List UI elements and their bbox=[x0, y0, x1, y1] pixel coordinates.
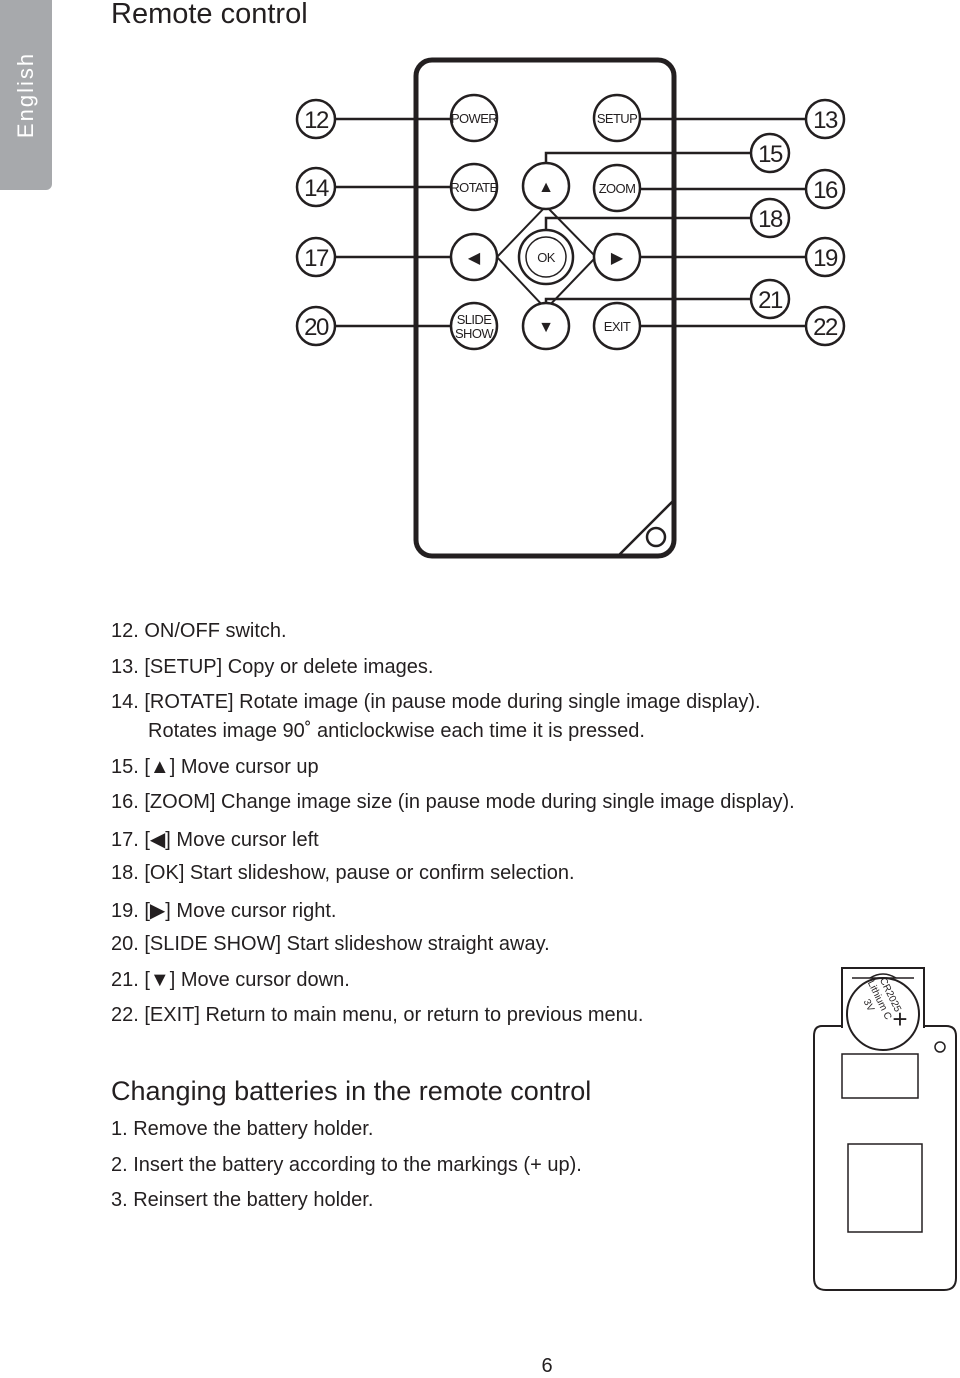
setup-button[interactable]: SETUP bbox=[592, 93, 642, 143]
rotate-button-label: ROTATE bbox=[450, 180, 498, 195]
list-item: 1. Remove the battery holder. bbox=[111, 1118, 374, 1140]
remote-control-diagram: POWER SETUP ROTATE ZOOM ▲ ◀ OK ▶ SLIDE S… bbox=[295, 57, 846, 559]
callout-12: 12 bbox=[295, 98, 337, 140]
svg-text:20: 20 bbox=[304, 314, 329, 341]
list-item: 18. [OK] Start slideshow, pause or confi… bbox=[111, 862, 575, 884]
ir-hole bbox=[934, 1041, 946, 1053]
callout-14: 14 bbox=[295, 166, 337, 208]
list-item: 13. [SETUP] Copy or delete images. bbox=[111, 656, 434, 678]
zoom-button-label: ZOOM bbox=[599, 181, 636, 196]
tray-grip bbox=[869, 973, 897, 979]
ir-hole bbox=[645, 526, 667, 548]
svg-text:12: 12 bbox=[304, 107, 329, 134]
page-number: 6 bbox=[541, 1355, 553, 1377]
up-arrow-icon: ▲ bbox=[538, 179, 554, 196]
down-button[interactable]: ▼ bbox=[521, 301, 571, 351]
svg-text:14: 14 bbox=[304, 175, 329, 202]
exit-button[interactable]: EXIT bbox=[592, 301, 642, 351]
ok-button[interactable]: OK bbox=[517, 228, 575, 286]
slideshow-button-label-1: SLIDE bbox=[457, 312, 493, 327]
callout-20: 20 bbox=[295, 305, 337, 347]
leader-lines bbox=[335, 117, 806, 328]
svg-text:17: 17 bbox=[304, 245, 329, 272]
right-arrow-icon: ▶ bbox=[611, 250, 624, 267]
list-item: 19. [▶] Move cursor right. bbox=[111, 900, 337, 922]
battery-section-heading: Changing batteries in the remote control bbox=[111, 1076, 592, 1106]
right-button[interactable]: ▶ bbox=[592, 232, 642, 282]
callout-13: 13 bbox=[804, 98, 846, 140]
list-item: 15. [▲] Move cursor up bbox=[111, 756, 319, 778]
battery-holder-diagram: CR2025 Lithium C 3V + bbox=[813, 967, 957, 1291]
power-button[interactable]: POWER bbox=[449, 93, 499, 143]
svg-text:18: 18 bbox=[758, 206, 783, 233]
setup-button-label: SETUP bbox=[597, 111, 637, 126]
svg-text:16: 16 bbox=[813, 177, 838, 204]
list-item: 14. [ROTATE] Rotate image (in pause mode… bbox=[111, 691, 761, 713]
slideshow-button[interactable]: SLIDE SHOW bbox=[449, 301, 499, 351]
page-title: Remote control bbox=[111, 0, 308, 30]
callout-18: 18 bbox=[749, 197, 791, 239]
list-item: 21. [▼] Move cursor down. bbox=[111, 969, 350, 991]
up-button[interactable]: ▲ bbox=[521, 161, 571, 211]
zoom-button[interactable]: ZOOM bbox=[592, 163, 642, 213]
coin-cell bbox=[846, 977, 920, 1051]
language-tab[interactable]: English bbox=[0, 0, 52, 190]
plus-polarity-icon: + bbox=[892, 1004, 907, 1034]
callout-22: 22 bbox=[804, 305, 846, 347]
back-window bbox=[841, 1053, 919, 1099]
ok-button-label: OK bbox=[537, 250, 556, 265]
list-item: 16. [ZOOM] Change image size (in pause m… bbox=[111, 791, 795, 813]
back-label-area bbox=[847, 1143, 923, 1233]
svg-text:15: 15 bbox=[758, 141, 783, 168]
list-item: 22. [EXIT] Return to main menu, or retur… bbox=[111, 1004, 644, 1026]
list-item: 12. ON/OFF switch. bbox=[111, 620, 287, 642]
callout-16: 16 bbox=[804, 168, 846, 210]
rotate-button[interactable]: ROTATE bbox=[449, 162, 499, 212]
svg-text:19: 19 bbox=[813, 245, 838, 272]
list-item: 2. Insert the battery according to the m… bbox=[111, 1154, 582, 1176]
cell-voltage: 3V bbox=[861, 998, 876, 1014]
remote-back-outline bbox=[813, 1025, 957, 1291]
remote-body bbox=[413, 57, 677, 559]
list-item: 3. Reinsert the battery holder. bbox=[111, 1189, 374, 1211]
list-item: Rotates image 90˚ anticlockwise each tim… bbox=[148, 720, 645, 742]
left-arrow-icon: ◀ bbox=[468, 250, 481, 267]
callout-15: 15 bbox=[749, 132, 791, 174]
svg-text:13: 13 bbox=[813, 107, 838, 134]
callout-21: 21 bbox=[749, 278, 791, 320]
list-item: 17. [◀] Move cursor left bbox=[111, 829, 319, 851]
callout-17: 17 bbox=[295, 236, 337, 278]
svg-text:21: 21 bbox=[758, 287, 783, 314]
svg-text:22: 22 bbox=[813, 314, 838, 341]
down-arrow-icon: ▼ bbox=[538, 319, 554, 336]
power-button-label: POWER bbox=[451, 111, 497, 126]
battery-cover-line bbox=[617, 499, 675, 557]
callout-19: 19 bbox=[804, 236, 846, 278]
left-button[interactable]: ◀ bbox=[449, 232, 499, 282]
list-item: 20. [SLIDE SHOW] Start slideshow straigh… bbox=[111, 933, 550, 955]
slideshow-button-label-2: SHOW bbox=[455, 326, 494, 341]
exit-button-label: EXIT bbox=[604, 319, 631, 334]
